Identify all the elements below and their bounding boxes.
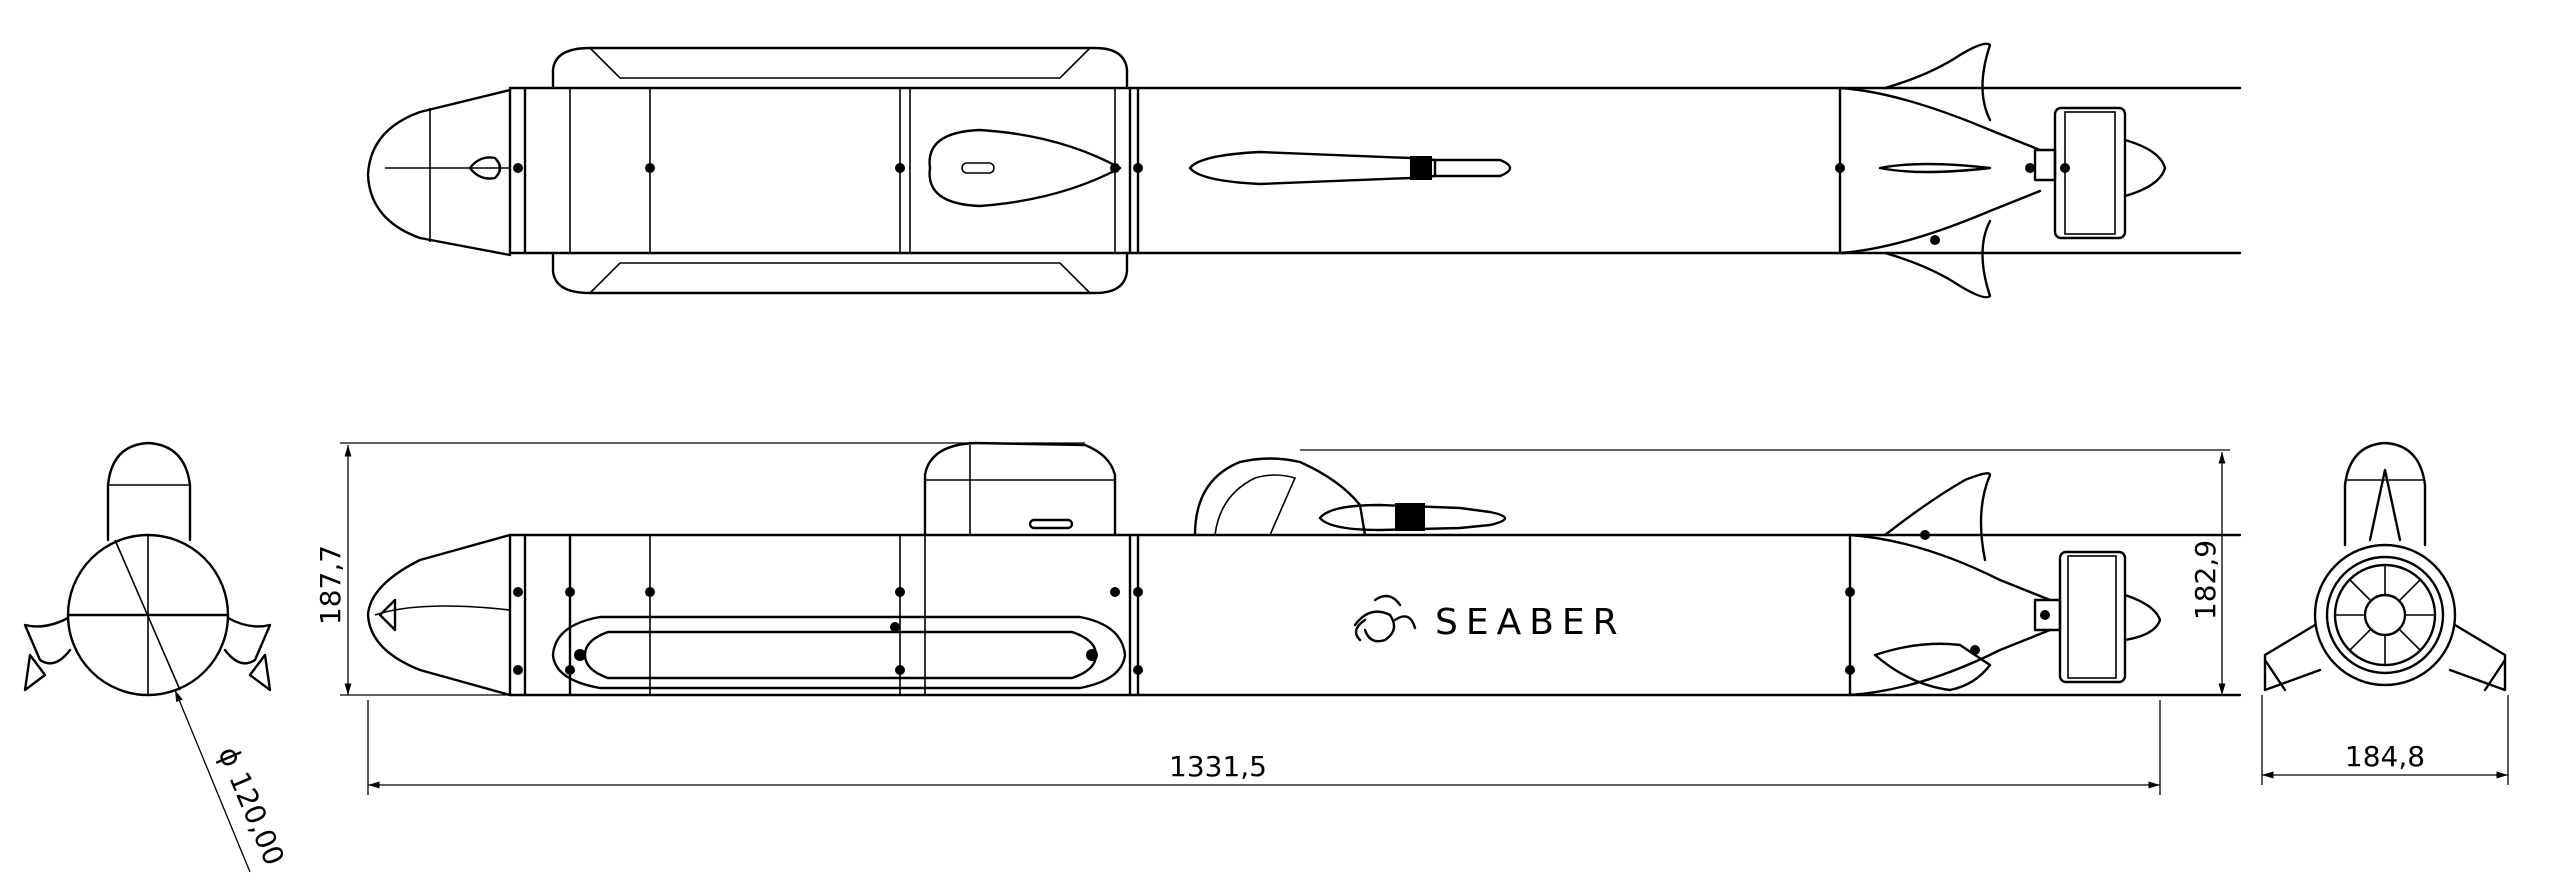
dimension-height-front: 187,7 (314, 442, 1085, 696)
front-view (23, 441, 272, 697)
rear-view (2263, 441, 2507, 692)
side-view: SEABER (366, 441, 2242, 697)
dimension-diameter: ϕ 120,00 (174, 689, 291, 873)
dimension-overall-length: 1331,5 (367, 700, 2161, 795)
height-rear-label: 182,9 (2189, 540, 2222, 620)
side-view-fasteners (513, 530, 2050, 675)
dimension-width-rear: 184,8 (2261, 695, 2509, 785)
width-rear-label: 184,8 (2345, 740, 2425, 773)
dimension-height-rear: 182,9 (1300, 449, 2230, 696)
top-view-fasteners (513, 163, 2070, 245)
overall-length-label: 1331,5 (1169, 750, 1267, 783)
logo-text: SEABER (1435, 602, 1626, 643)
height-front-label: 187,7 (314, 545, 347, 625)
seaber-logo: SEABER (1353, 594, 1626, 643)
